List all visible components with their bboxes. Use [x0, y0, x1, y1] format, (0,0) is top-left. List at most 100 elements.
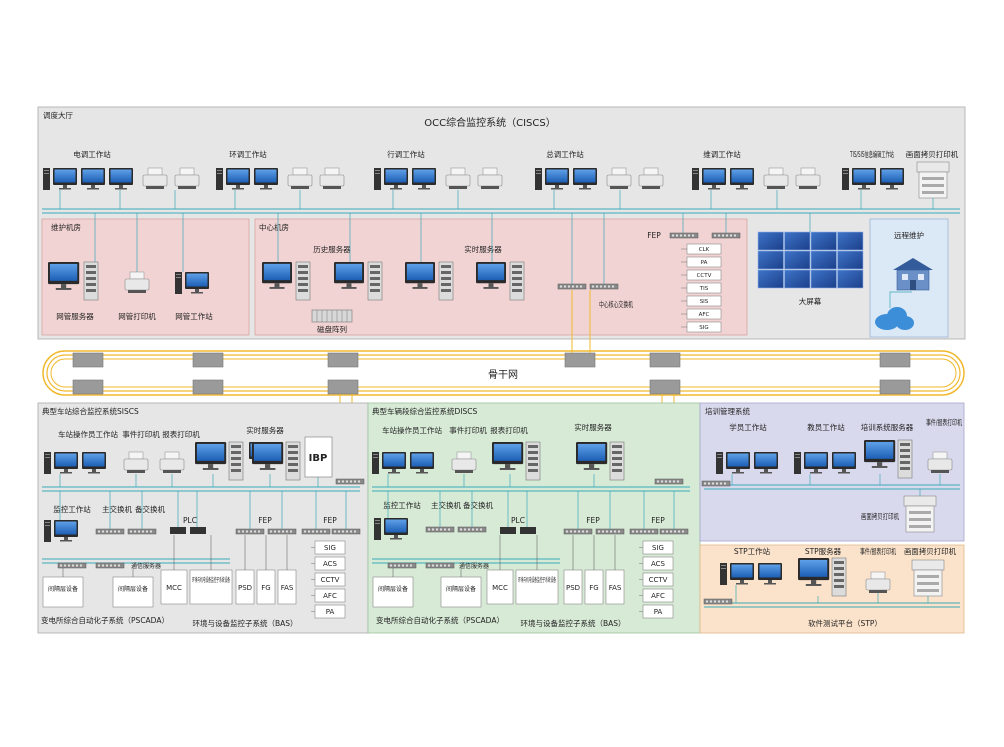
- backbone-label: 骨干网: [488, 369, 518, 381]
- depot-fep2-label: FEP: [651, 516, 665, 525]
- fep-list-item: AFC: [323, 592, 337, 600]
- station-comm-switch-icon: [57, 562, 87, 569]
- disk-array-label: 磁盘阵列: [317, 324, 347, 334]
- core-switch-label: 中心核心交换机: [599, 299, 633, 309]
- workstation-label: TIS/SIS信息编辑工作站: [849, 149, 894, 159]
- station-report-printer-label: 报表打印机: [162, 429, 200, 439]
- stp-switch-icon: [703, 598, 733, 605]
- history-server-label: 历史服务器: [313, 244, 351, 254]
- depot-bas-label: 环境与设备监控子系统（BAS）: [520, 618, 625, 628]
- big-screen-panel: [810, 250, 837, 270]
- disk-array-icon: [311, 309, 353, 323]
- depot-pscada-label: 变电所综合自动化子系统（PSCADA）: [376, 615, 504, 625]
- fep-list-item: PA: [654, 608, 663, 616]
- fep-list-item: SIS: [700, 299, 709, 305]
- fep-list-item: ACS: [323, 560, 338, 568]
- ibp-label: IBP: [309, 453, 328, 464]
- backbone-ring: [42, 350, 965, 396]
- workstation-label: 环调工作站: [229, 149, 267, 159]
- big-screen-panel: [810, 269, 837, 289]
- big-screen-icon: [757, 231, 864, 289]
- depot-psd-label: PSD: [566, 584, 580, 592]
- station-plc-icon: [170, 527, 206, 534]
- station-psd-label: PSD: [238, 584, 252, 592]
- depot-plc-label: PLC: [511, 516, 525, 525]
- station-env-label: 环境与机电设备监控子系统设备: [192, 576, 230, 584]
- maintenance-room-label: 维护机房: [51, 222, 81, 232]
- central-room-label: 中心机房: [259, 222, 289, 232]
- training-item-label: 学员工作站: [729, 422, 767, 432]
- stp-title: 软件测试平台（STP）: [808, 618, 882, 628]
- big-screen-panel: [784, 250, 811, 270]
- depot-rt-server-label: 实时服务器: [574, 422, 612, 432]
- training-item-label: 画面拷贝打印机: [861, 511, 899, 521]
- depot-gap1-label: 间隔层设备: [378, 585, 408, 593]
- depot-mcc-label: MCC: [492, 584, 508, 592]
- station-op-ws-label: 车站操作员工作站: [58, 429, 118, 439]
- ibp-box: IBP: [304, 436, 333, 478]
- station-mcc-label: MCC: [166, 584, 182, 592]
- depot-edge-switch-icon: [654, 478, 684, 485]
- workstation-label: 行调工作站: [387, 149, 425, 159]
- depot-main-switch-label: 主交换机: [431, 500, 461, 510]
- fep-list-item: TIS: [699, 286, 709, 292]
- big-screen-panel: [757, 231, 784, 251]
- station-main-switch-label: 主交换机: [102, 504, 132, 514]
- nms-item-label: 网管打印机: [118, 311, 156, 321]
- system-title: OCC综合监控系统（CISCS）: [424, 116, 555, 129]
- station-bas-label: 环境与设备监控子系统（BAS）: [192, 618, 297, 628]
- training-item-label: 培训系统服务器: [861, 422, 914, 432]
- big-screen-panel: [837, 250, 864, 270]
- stp-item-label: STP服务器: [805, 546, 842, 556]
- workstation-label: 电调工作站: [73, 149, 111, 159]
- depot-monitor-ws-label: 监控工作站: [383, 500, 421, 510]
- fep-list-item: SIG: [699, 325, 708, 331]
- station-fep2-label: FEP: [323, 516, 337, 525]
- depot-comm-server-label: 通信服务器: [459, 562, 489, 570]
- fep-switch-icon: [669, 232, 699, 239]
- depot-comm-switch-icon: [425, 562, 455, 569]
- backbone-nodes: [72, 352, 911, 395]
- station-fg-label: FG: [261, 584, 270, 592]
- depot-gap2-label: 间隔层设备: [446, 585, 476, 593]
- nms-item-label: 网管工作站: [175, 311, 213, 321]
- fep-list-item: ACS: [651, 560, 666, 568]
- stp-item-label: 事件/报表打印机: [860, 546, 896, 556]
- station-gap1-label: 间隔层设备: [48, 585, 78, 593]
- copy-printer-icon: [916, 161, 950, 199]
- nms-item-label: 网管服务器: [56, 311, 94, 321]
- station-monitor-ws-label: 监控工作站: [53, 504, 91, 514]
- station-title: 典型车站综合监控系统SISCS: [42, 406, 139, 416]
- big-screen-panel: [837, 231, 864, 251]
- station-fas-label: FAS: [281, 584, 294, 592]
- training-item-label: 教员工作站: [807, 422, 845, 432]
- big-screen-panel: [837, 269, 864, 289]
- fep-list-item: PA: [701, 260, 708, 266]
- station-plc-label: PLC: [183, 516, 197, 525]
- station-rt-server-label: 实时服务器: [246, 425, 284, 435]
- fep-list-item: AFC: [651, 592, 665, 600]
- station-comm-switch-icon: [95, 562, 125, 569]
- depot-event-printer-label: 事件打印机: [449, 425, 487, 435]
- station-backup-switch-label: 备交换机: [135, 504, 165, 514]
- depot-fep-label: FEP: [586, 516, 600, 525]
- fep-list-item: CCTV: [697, 273, 712, 279]
- station-edge-switch-icon: [335, 478, 365, 485]
- fep-list-item: CCTV: [649, 576, 668, 584]
- station-comm-server-label: 通信服务器: [131, 562, 161, 570]
- realtime-server-label: 实时服务器: [464, 244, 502, 254]
- big-screen-panel: [784, 269, 811, 289]
- depot-title: 典型车辆段综合监控系统DISCS: [372, 406, 477, 416]
- depot-fg-label: FG: [589, 584, 598, 592]
- fep-switch-icon: [711, 232, 741, 239]
- workstation-label: 总调工作站: [546, 149, 584, 159]
- stp-item-label: STP工作站: [734, 546, 771, 556]
- depot-plc-icon: [500, 527, 536, 534]
- big-screen-panel: [757, 269, 784, 289]
- fep-list-item: CLK: [699, 247, 710, 253]
- big-screen-panel: [757, 250, 784, 270]
- station-event-printer-label: 事件打印机: [122, 429, 160, 439]
